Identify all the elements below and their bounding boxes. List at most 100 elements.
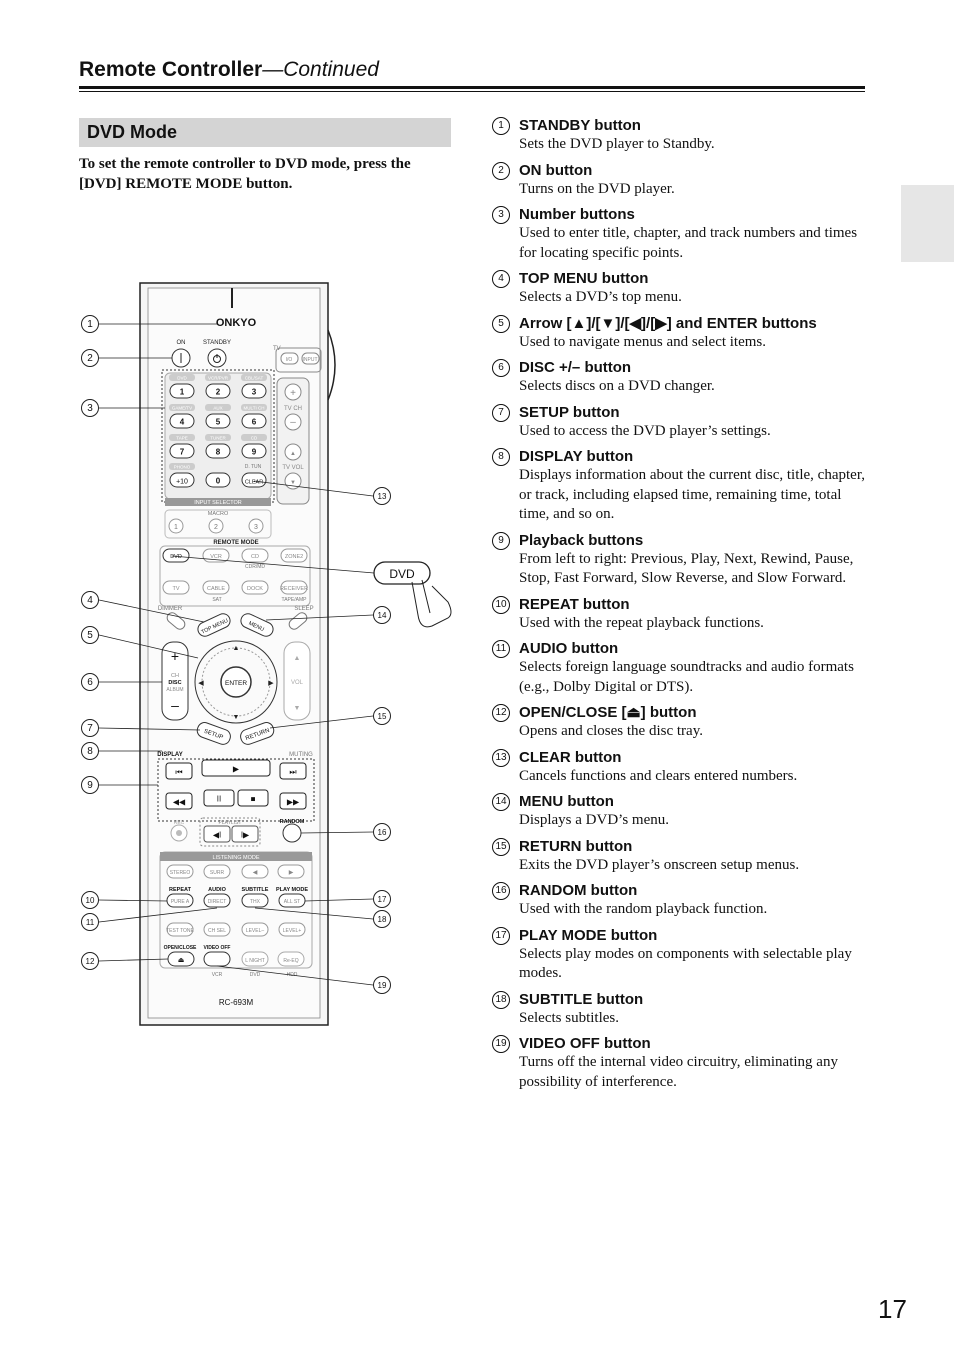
item-description: Used with the random playback function. (519, 901, 768, 917)
svg-text:I/O: I/O (286, 357, 293, 363)
item-description: Displays a DVD’s menu. (519, 812, 669, 828)
subtitle-caption: SUBTITLE (242, 887, 269, 893)
item-number: 8 (492, 448, 510, 466)
mode-button-cable (202, 580, 230, 595)
callout-marker (81, 399, 99, 417)
svg-text:RANDOM: RANDOM (280, 819, 305, 825)
macro-label: 3 (254, 524, 258, 531)
mode-button-vcr (202, 548, 230, 563)
mode-label-tv_btn: TV (172, 586, 179, 592)
svg-text:CDR/MD: CDR/MD (245, 564, 265, 570)
callout-leader (98, 958, 169, 962)
callout-marker (81, 626, 99, 644)
page-header: Remote Controller—Continued (79, 58, 865, 82)
callout-number: 9 (87, 780, 93, 791)
mode-button-dvd (162, 548, 190, 563)
callout-leader (98, 727, 201, 731)
item-title: SETUP button (519, 403, 620, 421)
mode-label-dvd: DVD (170, 554, 182, 560)
section-intro: To set the remote controller to DVD mode… (79, 156, 411, 192)
digit-label: 1 (180, 388, 185, 397)
plus10-button (169, 472, 195, 488)
callout-number: 1 (87, 319, 93, 330)
mode-button-zone2 (280, 548, 308, 563)
surr-button-label: SURR (210, 870, 225, 876)
item-title: PLAY MODE button (519, 926, 658, 944)
digit-tag-label: TAPE (176, 436, 187, 441)
audio-button (203, 893, 231, 908)
item-number: 13 (492, 748, 510, 767)
item-title: MENU button (519, 793, 614, 810)
svg-text:INPUT SELECTOR: INPUT SELECTOR (194, 500, 242, 506)
digit-tag (169, 404, 195, 411)
rewind-button (165, 792, 193, 810)
item-description: Selects a DVD’s top menu. (519, 289, 682, 305)
item-title: STANDBY button (519, 117, 641, 134)
digit-button (205, 443, 231, 459)
digit-button (241, 383, 267, 399)
header-title: Remote Controller (79, 58, 263, 81)
svg-text:SAT: SAT (212, 597, 221, 603)
svg-text:TAPE/AMP: TAPE/AMP (282, 597, 308, 603)
random-button (282, 823, 302, 843)
callout-number: 12 (86, 957, 95, 966)
callout-leader (98, 899, 168, 902)
svg-text:PLAYLIST: PLAYLIST (219, 820, 242, 826)
svg-text:▲: ▲ (290, 451, 296, 457)
item-description: Selects subtitles. (519, 1009, 619, 1026)
digit-button (205, 413, 231, 429)
callout-number: 16 (378, 828, 387, 837)
item-title: Playback buttons (519, 531, 644, 549)
svg-text:VCR: VCR (212, 972, 223, 978)
item-title: TOP MENU button (519, 270, 649, 287)
callout-number: 19 (378, 981, 387, 990)
svg-text:TV CH: TV CH (284, 406, 302, 412)
item-number: 9 (492, 531, 510, 550)
digit-tag (205, 404, 231, 411)
item-description: Used to enter title, chapter, and track … (519, 225, 858, 261)
svg-text:D. TUN: D. TUN (245, 464, 262, 470)
callout-marker (81, 891, 99, 909)
rewind-button-glyph: ◀◀ (173, 798, 186, 807)
slow-reverse-button (203, 825, 231, 843)
stop-button (237, 789, 269, 807)
callout-marker (81, 315, 99, 333)
item-title: AUDIO button (519, 640, 619, 657)
callout-number: 5 (87, 630, 93, 641)
setup-button (196, 722, 231, 745)
digit-tag (169, 463, 195, 470)
svg-text:LISTENING MODE: LISTENING MODE (212, 855, 259, 861)
level-plus-button (278, 922, 306, 937)
pause-button-glyph: II (217, 795, 221, 804)
svg-text:DVD: DVD (250, 972, 261, 978)
callout-number: 10 (86, 896, 95, 905)
item-number: 12 (492, 704, 510, 722)
callout-leader (269, 715, 374, 729)
digit-tag (169, 434, 195, 441)
fast-forward-button-glyph: ▶▶ (287, 798, 300, 807)
item-title: DISPLAY button (519, 448, 634, 465)
surr-button (203, 864, 231, 879)
remote-brand: ONKYO (216, 317, 257, 329)
item-title: OPEN/CLOSE [⏏] button (519, 704, 697, 721)
item-description: Selects play modes on components with se… (519, 945, 852, 982)
digit-tag-label: TUNER (210, 436, 226, 441)
digit-tag (169, 374, 195, 381)
mode-button-tv_btn (162, 580, 190, 595)
slow-forward-button (231, 825, 259, 843)
svg-text:MACRO: MACRO (208, 511, 229, 517)
stereo-button (166, 864, 194, 879)
callout-marker (81, 719, 99, 737)
macro-button (208, 518, 224, 534)
callout-leader (254, 907, 374, 920)
mode-label-cd: CD (251, 554, 259, 560)
svg-text:▼: ▼ (294, 705, 301, 712)
disc-button (161, 641, 189, 721)
play-mode-button (278, 893, 306, 908)
play-button-glyph: ▶ (233, 765, 240, 774)
svg-text:–: – (290, 417, 296, 428)
